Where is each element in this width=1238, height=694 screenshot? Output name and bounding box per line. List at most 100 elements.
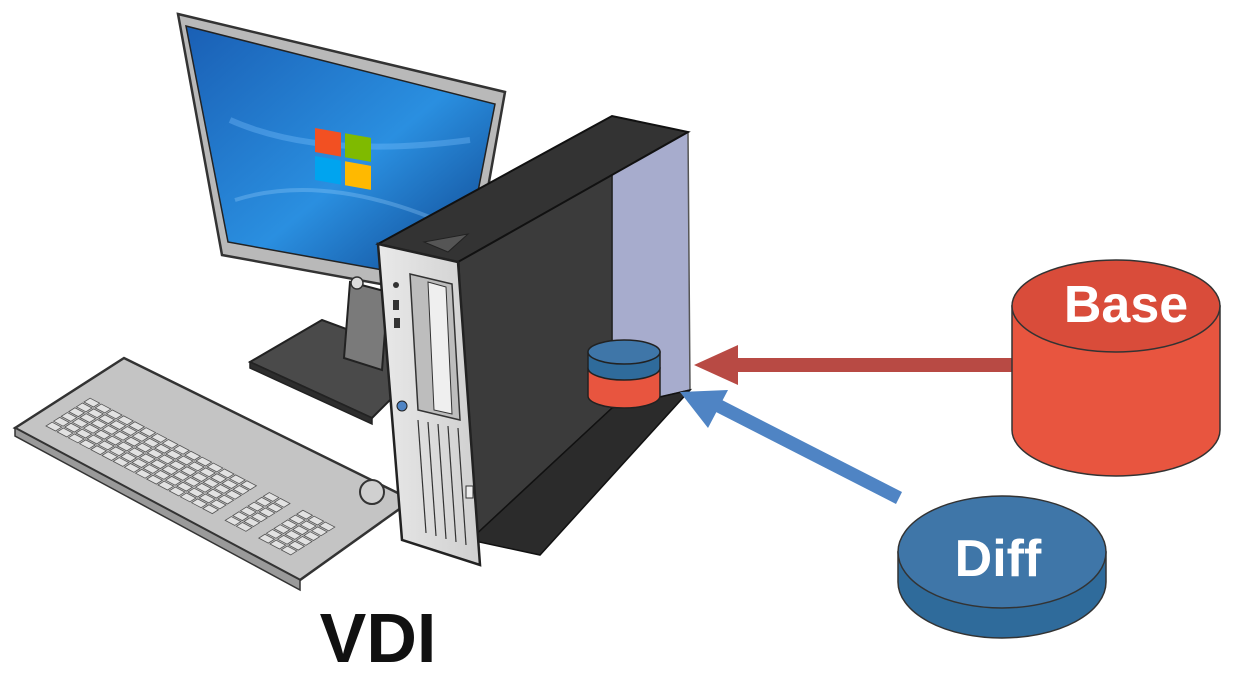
- keyboard-key: [288, 514, 306, 525]
- keyboard-key: [172, 444, 190, 455]
- keyboard-key: [86, 408, 104, 419]
- keyboard-key: [213, 483, 231, 494]
- keyboard-key: [235, 521, 253, 532]
- keyboard-key: [258, 507, 276, 518]
- keyboard-key: [64, 422, 82, 433]
- keyboard-key: [221, 479, 239, 489]
- keyboard-key: [94, 429, 112, 440]
- keyboard-key: [250, 512, 268, 523]
- keyboard-key: [79, 413, 97, 423]
- keyboard-key: [82, 423, 100, 434]
- keyboard-key: [307, 515, 325, 526]
- keyboard-key: [154, 443, 172, 454]
- keyboard-key: [97, 440, 115, 451]
- keyboard-key: [187, 461, 205, 472]
- keyboard-key: [90, 419, 108, 429]
- keyboard-key: [194, 482, 212, 493]
- keyboard-key: [239, 506, 257, 517]
- keyboard-key: [161, 465, 179, 475]
- keyboard-key: [247, 501, 265, 512]
- keyboard-key: [318, 521, 336, 532]
- monitor-stand-neck: [342, 280, 390, 372]
- keyboard-key: [150, 433, 168, 443]
- keyboard-key: [206, 488, 224, 499]
- keyboard-key: [172, 471, 190, 481]
- keyboard-key: [273, 524, 291, 534]
- keyboard-key: [157, 480, 175, 491]
- keyboard-key: [161, 438, 179, 449]
- vdi-label: VDI: [320, 599, 437, 677]
- keyboard-key: [195, 456, 213, 467]
- keyboard-key: [180, 466, 198, 477]
- keyboard-key: [101, 451, 119, 461]
- keyboard-key: [202, 478, 220, 488]
- keyboard-key: [165, 449, 183, 460]
- keyboard-key: [108, 446, 126, 457]
- keyboard-key: [153, 469, 171, 480]
- keyboard-key: [56, 427, 74, 438]
- base-disk-label: Base: [1064, 276, 1188, 334]
- keyboard-key: [299, 520, 317, 531]
- keyboard-key: [254, 496, 272, 507]
- keyboard-key: [224, 489, 242, 500]
- keyboard-key: [228, 474, 246, 485]
- keyboard-key: [67, 433, 85, 444]
- keyboard-key: [224, 516, 242, 526]
- keyboard-key: [184, 450, 202, 461]
- keyboard-key: [210, 473, 228, 484]
- keyboard-key: [78, 439, 96, 450]
- keyboard-key: [164, 475, 182, 486]
- keyboard-key: [124, 436, 142, 447]
- keyboard-key: [101, 424, 119, 435]
- keyboard-key: [303, 531, 321, 541]
- keyboard-key: [94, 403, 112, 414]
- keyboard-key: [232, 511, 250, 522]
- keyboard-key: [266, 502, 284, 513]
- keyboard-key: [60, 412, 78, 422]
- keyboard-key: [128, 421, 146, 432]
- keyboard-key: [120, 426, 138, 436]
- keyboard-key: [243, 517, 261, 527]
- keyboard-key: [276, 534, 294, 545]
- keyboard-key: [138, 453, 156, 464]
- keyboard-key: [179, 492, 197, 503]
- keyboard-key: [176, 455, 194, 466]
- diff-disk-label: Diff: [955, 530, 1042, 588]
- keyboard-key: [109, 420, 127, 430]
- keyboard-key: [198, 493, 216, 504]
- keyboard-key: [131, 431, 149, 442]
- base-disk: [1011, 259, 1221, 477]
- keyboard-key: [265, 528, 283, 539]
- keyboard-key: [190, 498, 208, 509]
- keyboard-key: [105, 435, 123, 446]
- keyboard-key: [120, 452, 138, 463]
- keyboard-key: [86, 434, 104, 445]
- keyboard-key: [292, 525, 310, 536]
- keyboard-keys: [45, 397, 336, 556]
- keyboard-key: [168, 486, 186, 497]
- keyboard-key: [139, 427, 157, 437]
- keyboard-key: [75, 402, 93, 413]
- keyboard-key: [68, 407, 86, 418]
- keyboard-key: [183, 476, 201, 487]
- keyboard-key: [142, 437, 160, 448]
- keyboard-key: [127, 447, 145, 458]
- keyboard-key: [262, 492, 280, 502]
- diff-disk: [897, 495, 1107, 639]
- keyboard-key: [191, 472, 209, 482]
- keyboard-key: [134, 468, 152, 479]
- keyboard-key: [142, 464, 160, 474]
- keyboard-key: [284, 530, 302, 540]
- keyboard-key: [187, 487, 205, 498]
- keyboard-key: [198, 467, 216, 478]
- keyboard-key: [280, 519, 298, 530]
- local-disk-icon: [587, 339, 661, 409]
- arrow-diff-to-vdi: [680, 390, 902, 504]
- keyboard-key: [176, 481, 194, 492]
- keyboard-key: [123, 462, 141, 473]
- keyboard-key: [45, 421, 63, 432]
- keyboard-key: [157, 454, 175, 465]
- keyboard-key: [217, 494, 235, 505]
- keyboard-key: [116, 415, 134, 426]
- arrow-base-to-vdi: [694, 345, 1014, 385]
